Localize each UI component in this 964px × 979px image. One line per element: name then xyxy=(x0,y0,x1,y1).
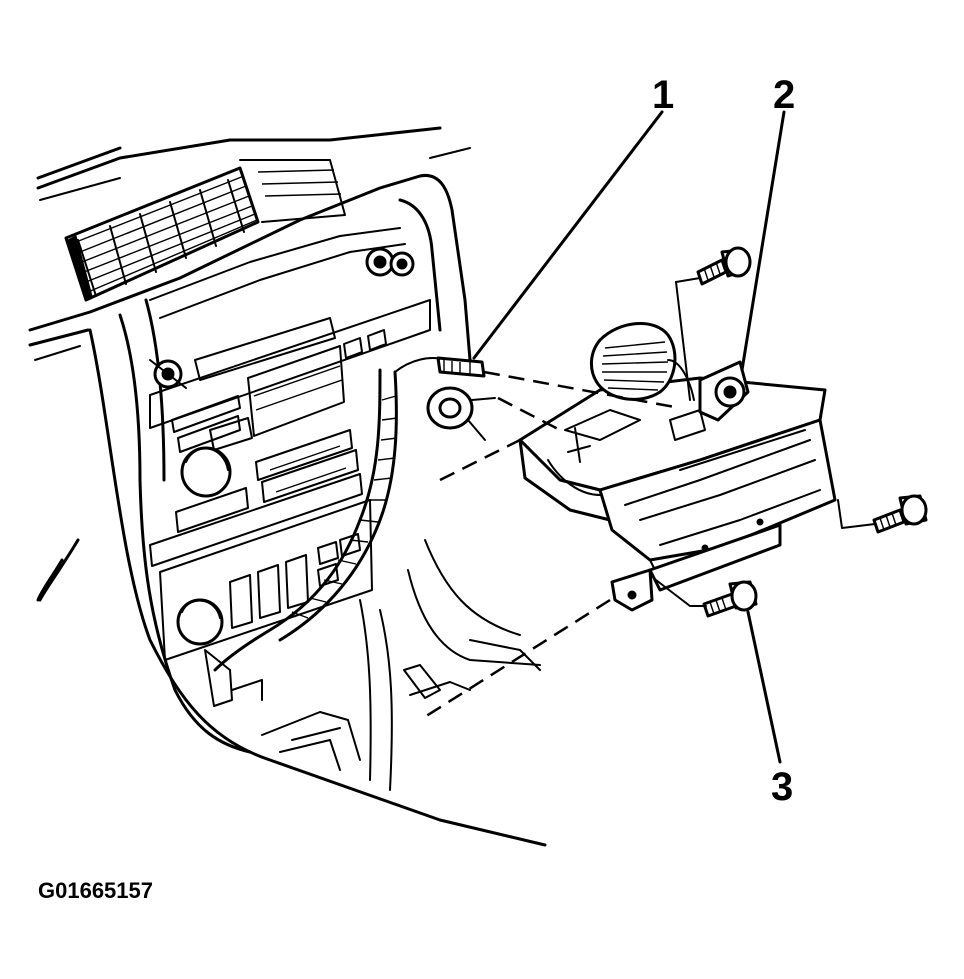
inflator-harness-coil xyxy=(590,322,695,401)
bolt-right xyxy=(872,494,928,534)
lower-mount-bracket xyxy=(610,523,782,612)
upper-dash-outline xyxy=(36,126,471,201)
air-vent xyxy=(64,159,346,302)
callout-1-label: 1 xyxy=(652,73,674,117)
callout-2-label: 2 xyxy=(773,73,795,117)
wiring-harness xyxy=(213,357,446,672)
alignment-lines xyxy=(419,281,876,722)
bolt-upper xyxy=(675,246,752,286)
callout-3-label: 3 xyxy=(771,765,793,809)
radio-unit xyxy=(149,299,431,567)
figure-id: G01665157 xyxy=(38,878,153,903)
bezel-screws xyxy=(149,247,415,389)
bolt-lower xyxy=(702,580,758,618)
leader-lines xyxy=(472,110,786,764)
part-1-connector xyxy=(436,356,486,378)
console-connector xyxy=(426,386,496,441)
upper-mount-bracket xyxy=(698,360,750,422)
hvac-controls xyxy=(159,499,373,661)
part-2-inflator-module xyxy=(518,376,837,571)
lower-console xyxy=(204,539,541,791)
